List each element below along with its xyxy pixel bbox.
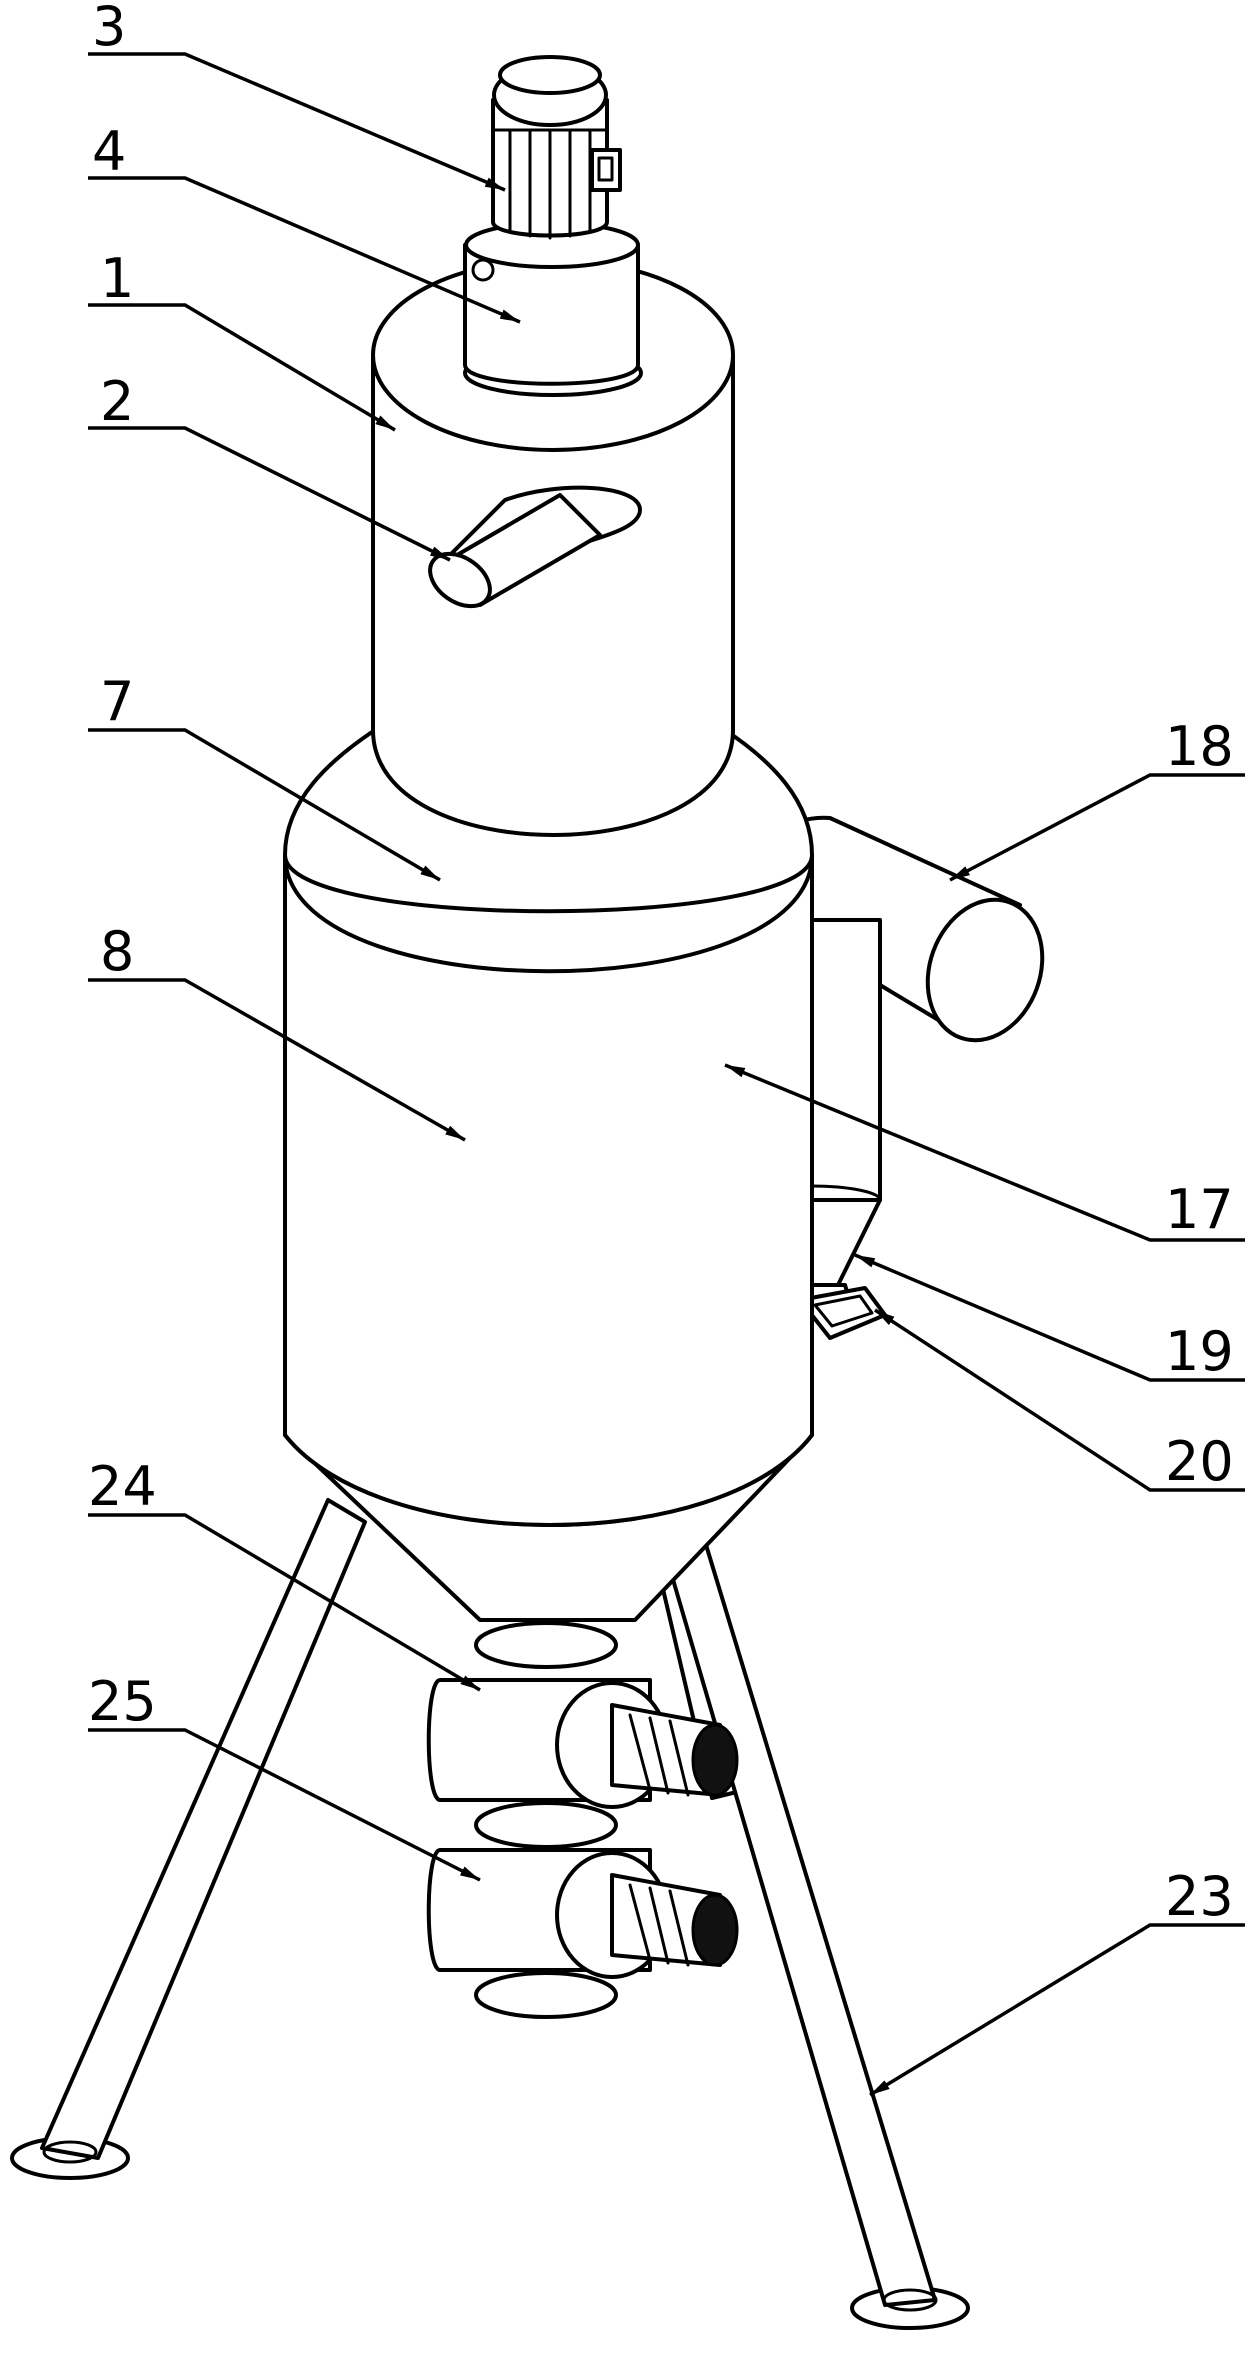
callout-1: 1 xyxy=(100,247,134,310)
callout-3: 3 xyxy=(92,0,126,58)
callout-17: 17 xyxy=(1165,1178,1234,1241)
callout-4: 4 xyxy=(92,120,126,183)
callout-18: 18 xyxy=(1165,715,1234,778)
callout-7: 7 xyxy=(100,670,134,733)
callout-2: 2 xyxy=(100,370,134,433)
callout-25: 25 xyxy=(88,1670,157,1733)
leader-lines xyxy=(88,52,1245,2097)
main-vessel xyxy=(283,728,814,1622)
rotary-valves xyxy=(426,1621,739,2019)
callout-24: 24 xyxy=(88,1455,157,1518)
callout-labels: 3 4 1 2 7 8 18 17 19 20 24 25 23 xyxy=(88,0,1234,1928)
callout-23: 23 xyxy=(1165,1865,1234,1928)
callout-20: 20 xyxy=(1165,1430,1234,1493)
motor-classifier xyxy=(463,55,643,397)
callout-19: 19 xyxy=(1165,1320,1234,1383)
callout-8: 8 xyxy=(100,920,134,983)
